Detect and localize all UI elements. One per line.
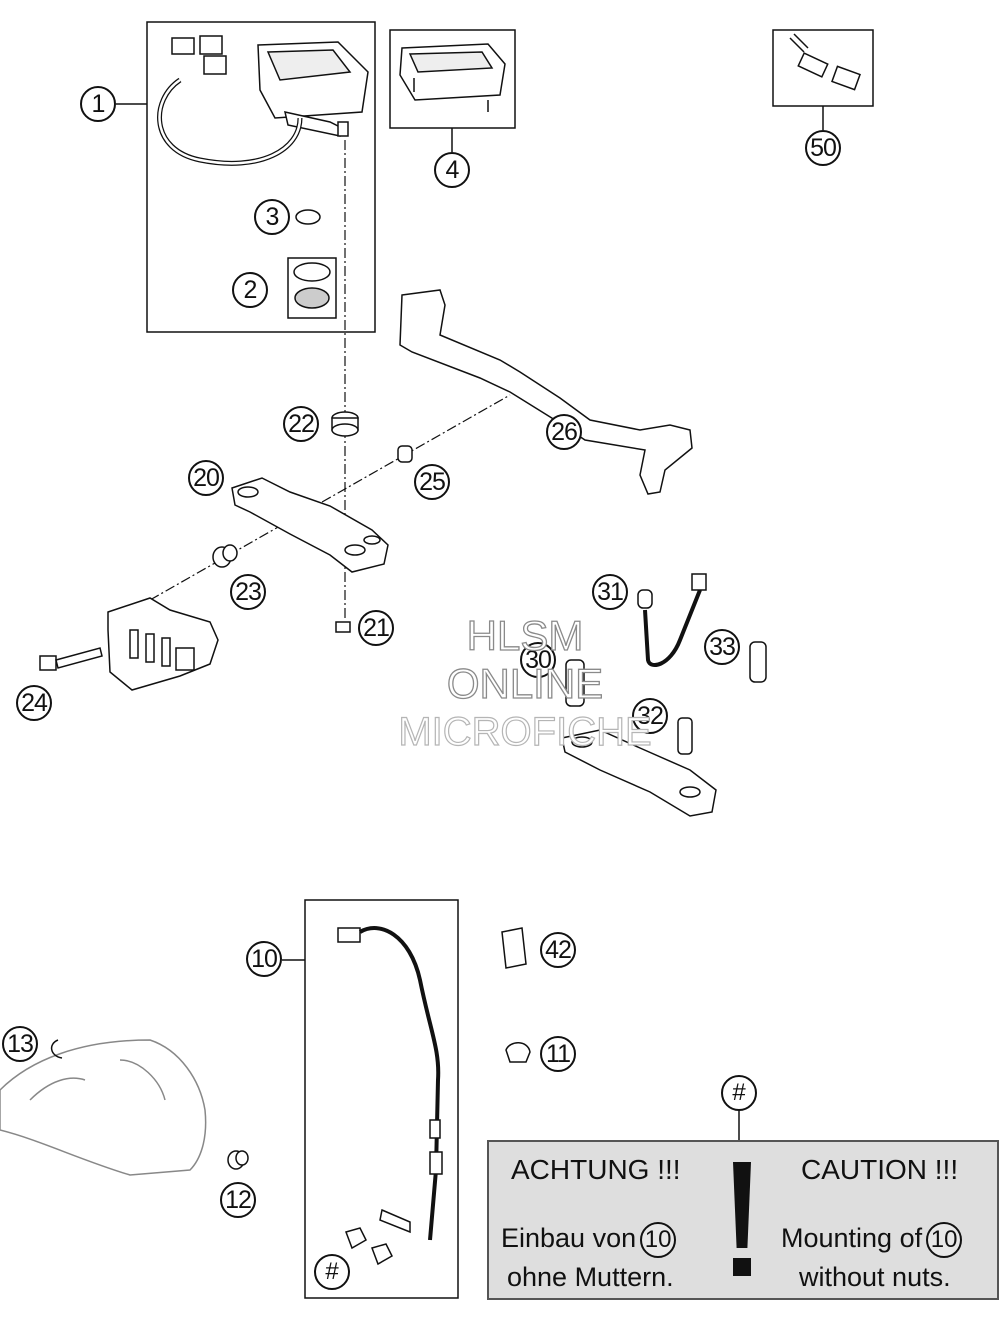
callout-1: 1 (80, 86, 116, 122)
callout-42: 42 (540, 932, 576, 968)
exclamation-icon (733, 1162, 751, 1248)
spacer-part-25 (397, 445, 413, 463)
watermark-line-1: HLSM (466, 611, 584, 659)
lock-part-50 (789, 33, 861, 91)
note-line-de-2: ohne Muttern. (507, 1262, 674, 1292)
callout-32: 32 (632, 698, 668, 734)
inset-box-2 (287, 257, 337, 319)
watermark-line-3: MICROFICHE (398, 709, 653, 754)
pin-part-30 (565, 659, 585, 707)
watermark-line-2: ONLINE (446, 659, 604, 707)
note-text-de-1: Einbau von (501, 1223, 637, 1254)
note-ref-en: 10 (926, 1222, 963, 1258)
hash-callout-nuts: # (314, 1254, 350, 1290)
callout-2: 2 (232, 272, 268, 308)
sensor-part-31 (637, 573, 707, 667)
seal-part-2 (293, 262, 331, 309)
note-line-en-2: without nuts. (799, 1262, 951, 1292)
exclamation-dot-icon (733, 1258, 751, 1276)
callout-25: 25 (414, 464, 450, 500)
circlip-part-13 (50, 1039, 63, 1059)
callout-21: 21 (358, 610, 394, 646)
note-heading-de: ACHTUNG !!! (511, 1154, 681, 1185)
nut-part-21 (335, 621, 351, 633)
group-box-1 (146, 21, 376, 333)
speedometer-part (157, 35, 369, 166)
callout-4: 4 (434, 152, 470, 188)
bolt-part-24 (39, 647, 103, 671)
display-part-4 (399, 43, 506, 112)
spacer-part-12 (227, 1150, 249, 1170)
note-text-en-1: Mounting of (781, 1223, 923, 1254)
callout-13: 13 (2, 1026, 38, 1062)
callout-20: 20 (188, 460, 224, 496)
clip-part-11 (505, 1042, 531, 1063)
hash-callout-note: # (721, 1075, 757, 1111)
pin-part-33 (749, 641, 767, 683)
callout-26: 26 (546, 414, 582, 450)
callout-3: 3 (254, 199, 290, 235)
callout-22: 22 (283, 406, 319, 442)
callout-10: 10 (246, 941, 282, 977)
note-heading-en: CAUTION !!! (801, 1154, 959, 1185)
brake-disc-part-13 (0, 1039, 207, 1176)
callout-24: 24 (16, 685, 52, 721)
clamp-part-32 (561, 717, 717, 817)
callout-50: 50 (805, 130, 841, 166)
callout-30: 30 (520, 642, 556, 678)
sensor-cable-part-10 (337, 926, 443, 1266)
cap-part-3 (295, 209, 321, 225)
bracket-part-26 (399, 289, 693, 495)
clamp-part-20 (231, 477, 389, 573)
grommet-part-23 (212, 544, 238, 568)
callout-31: 31 (592, 574, 628, 610)
callout-33: 33 (704, 629, 740, 665)
note-ref-de: 10 (640, 1222, 677, 1258)
callout-11: 11 (540, 1036, 576, 1072)
group-box-10 (304, 899, 459, 1299)
callout-12: 12 (220, 1182, 256, 1218)
mounting-plate (107, 597, 219, 691)
grommet-part-22 (331, 411, 359, 437)
clip-part-42 (501, 927, 527, 969)
callout-23: 23 (230, 574, 266, 610)
